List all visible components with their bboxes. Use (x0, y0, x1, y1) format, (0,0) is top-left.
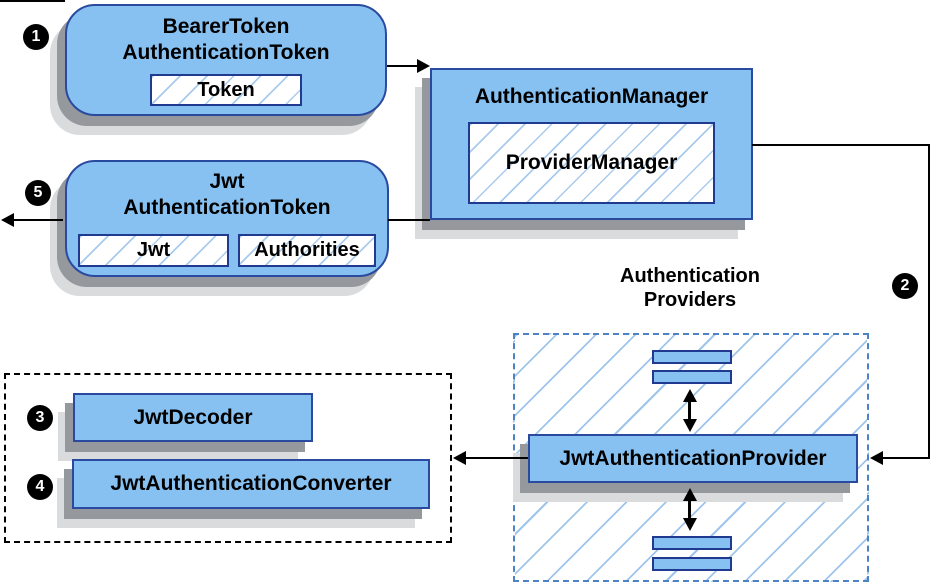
connector-manager-right-vertical (928, 144, 930, 459)
step-badge-4: 4 (27, 474, 53, 500)
node-jwt-decoder: JwtDecoder (73, 393, 313, 442)
connector-request-in (0, 0, 65, 2)
step-badge-3: 3 (27, 405, 53, 431)
connector-jwttoken-to-manager (388, 219, 430, 221)
double-arrow-top-shaft (688, 400, 691, 420)
bearer-token-title-line1: BearerToken (162, 15, 290, 38)
chip-authorities: Authorities (238, 234, 376, 267)
chip-provider-manager: ProviderManager (468, 122, 715, 204)
connector-manager-right-horizontal (752, 144, 930, 146)
chip-token: Token (150, 74, 302, 106)
authentication-providers-label: Authentication Providers (555, 264, 825, 312)
provider-stack-bar-4 (652, 557, 732, 571)
node-authentication-manager: AuthenticationManager ProviderManager (430, 68, 753, 220)
connector-into-provider (883, 457, 930, 459)
jwt-token-title: Jwt AuthenticationToken (67, 169, 387, 221)
jwt-token-title-line2: AuthenticationToken (123, 196, 331, 219)
authentication-providers-label-line1: Authentication (620, 265, 760, 287)
step-1-number: 1 (31, 28, 41, 45)
connector-provider-to-decoder (466, 457, 528, 459)
connector-bearer-to-manager (387, 65, 418, 67)
connector-result-out (13, 219, 63, 221)
chip-jwt: Jwt (78, 234, 229, 267)
jwt-token-title-line1: Jwt (209, 170, 245, 193)
arrowhead-into-manager-icon (417, 59, 430, 73)
jwt-decoder-title: JwtDecoder (133, 405, 253, 429)
double-arrow-bottom-shaft (688, 499, 691, 519)
provider-stack-bar-3 (652, 536, 732, 550)
authentication-manager-title: AuthenticationManager (474, 85, 709, 108)
step-badge-2: 2 (892, 273, 918, 299)
step-badge-5: 5 (25, 180, 51, 206)
double-arrow-bottom-up-icon (683, 488, 697, 501)
arrowhead-into-decoder-group-icon (453, 451, 466, 465)
jwt-authentication-provider-title: JwtAuthenticationProvider (559, 446, 827, 470)
step-3-number: 3 (35, 409, 45, 426)
authentication-providers-label-line2: Providers (643, 289, 737, 311)
node-jwt-authentication-token: Jwt AuthenticationToken Jwt Authorities (65, 160, 389, 277)
node-jwt-authentication-provider: JwtAuthenticationProvider (528, 434, 858, 483)
provider-stack-bar-1 (652, 350, 732, 364)
chip-authorities-label: Authorities (254, 239, 360, 261)
step-5-number: 5 (33, 184, 43, 201)
step-2-number: 2 (900, 277, 910, 294)
step-4-number: 4 (35, 478, 45, 495)
chip-jwt-label: Jwt (136, 239, 171, 261)
bearer-token-title-line2: AuthenticationToken (122, 41, 330, 64)
node-jwt-authentication-converter: JwtAuthenticationConverter (72, 459, 430, 509)
provider-stack-bar-2 (652, 370, 732, 384)
double-arrow-top-down-icon (683, 419, 697, 432)
arrowhead-out-left-icon (1, 213, 14, 227)
chip-token-label: Token (197, 78, 255, 101)
node-bearer-token-authentication-token: BearerToken AuthenticationToken Token (65, 4, 387, 116)
jwt-token-chip-row: Jwt Authorities (67, 234, 387, 267)
jwt-authentication-converter-title: JwtAuthenticationConverter (110, 472, 392, 495)
chip-provider-manager-label: ProviderManager (505, 151, 678, 174)
step-badge-1: 1 (23, 24, 49, 50)
double-arrow-bottom-down-icon (683, 518, 697, 531)
arrowhead-into-provider-icon (870, 451, 883, 465)
double-arrow-top-up-icon (683, 389, 697, 402)
bearer-token-title: BearerToken AuthenticationToken (67, 14, 385, 66)
